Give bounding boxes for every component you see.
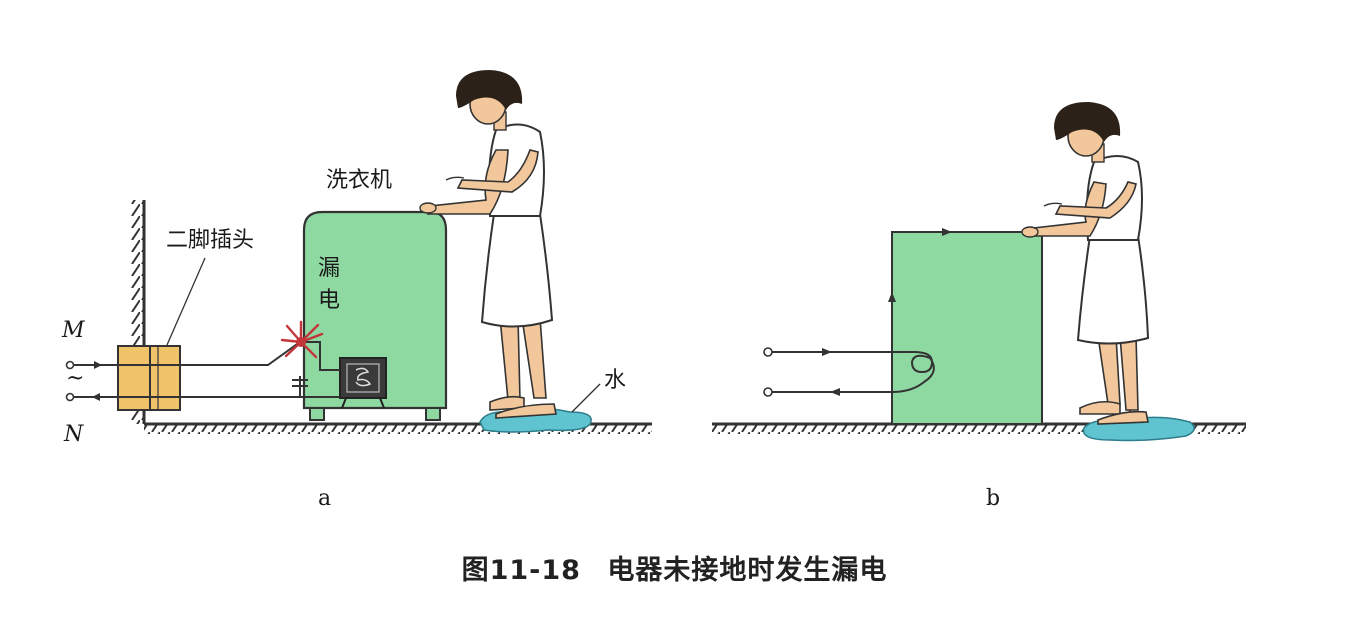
panel-a [65, 70, 652, 434]
plug-label: 二脚插头 [166, 228, 255, 253]
leak-label-2: 电 [318, 288, 341, 313]
washing-machine-b [891, 231, 1043, 425]
circuit-b [763, 347, 935, 397]
water-label: 水 [604, 368, 627, 393]
washing-machine [302, 210, 448, 421]
panel-b [712, 102, 1246, 442]
caption-number: 图11-18 [461, 555, 581, 586]
terminal-m-label: M [62, 318, 85, 343]
woman-figure-a [419, 70, 557, 419]
terminal-m [65, 360, 118, 370]
plug-leader [166, 257, 206, 346]
figure-caption: 图11-18 电器未接地时发生漏电 [0, 548, 1349, 587]
subfigure-a-label: a [318, 486, 332, 511]
supply-wires [180, 341, 340, 398]
leakage-spark [280, 320, 324, 359]
terminal-n-label: N [64, 422, 84, 447]
water-leader [571, 383, 601, 413]
two-pin-plug [117, 345, 181, 411]
subfigure-b-label: b [986, 486, 1001, 511]
leak-label-1: 漏 [318, 256, 341, 281]
washer-label: 洗衣机 [326, 168, 393, 193]
caption-text: 电器未接地时发生漏电 [607, 555, 888, 586]
ac-symbol: ~ [66, 366, 85, 391]
woman-figure-b [1021, 102, 1150, 425]
terminal-n [65, 392, 118, 402]
